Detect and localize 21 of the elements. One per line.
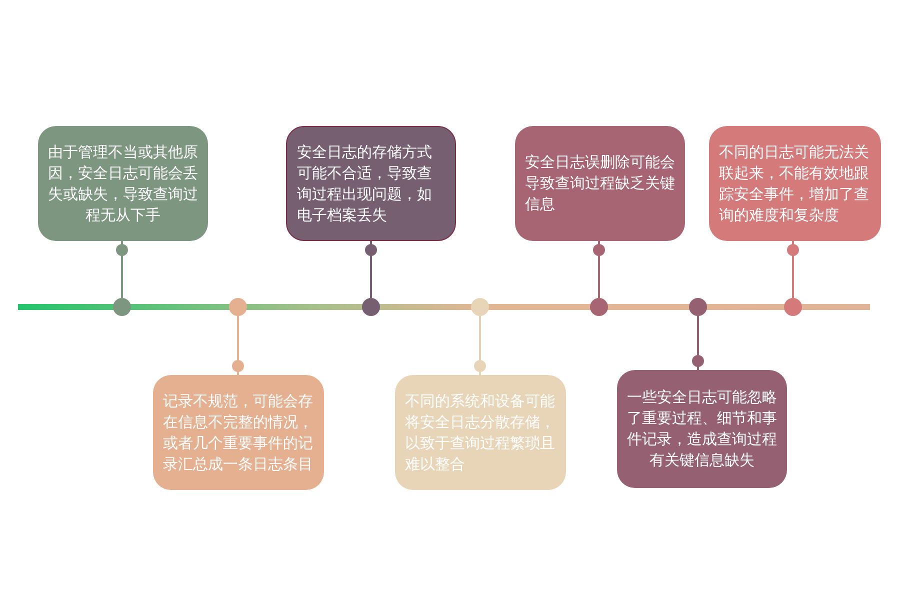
connector-line <box>593 241 605 298</box>
card-text: 不同的日志可能无法关联起来，不能有效地跟踪安全事件，增加了查询的难度和复杂度 <box>719 142 870 226</box>
text-card <box>617 370 787 488</box>
card-text: 记录不规范，可能会存在信息不完整的情况，或者几个重要事件的记录汇总成一条日志条目 <box>163 390 314 474</box>
card-text: 不同的系统和设备可能将安全日志分散存储，以致于查询过程繁琐且难以整合 <box>405 390 556 474</box>
card-text: 由于管理不当或其他原因，安全日志可能会丢失或缺失，导致查询过程无从下手 <box>48 142 198 226</box>
connector-line <box>365 241 377 298</box>
connector-line <box>787 241 799 298</box>
text-card <box>709 126 881 241</box>
card-text: 安全日志的存储方式可能不合适，导致查询过程出现问题，如电子档案丢失 <box>297 142 433 226</box>
connector-line <box>692 316 704 370</box>
connector-line <box>232 316 244 375</box>
text-card <box>395 375 566 490</box>
card-text: 安全日志误删除可能会导致查询过程缺乏关键信息 <box>525 152 675 215</box>
text-card <box>153 375 324 490</box>
connector-line <box>474 316 486 375</box>
card-text: 一些安全日志可能忽略了重要过程、细节和事件记录，造成查询过程有关键信息缺失 <box>627 387 777 471</box>
text-card <box>38 126 208 241</box>
connector-line <box>116 241 128 298</box>
text-card <box>286 126 456 241</box>
text-card <box>515 126 685 241</box>
